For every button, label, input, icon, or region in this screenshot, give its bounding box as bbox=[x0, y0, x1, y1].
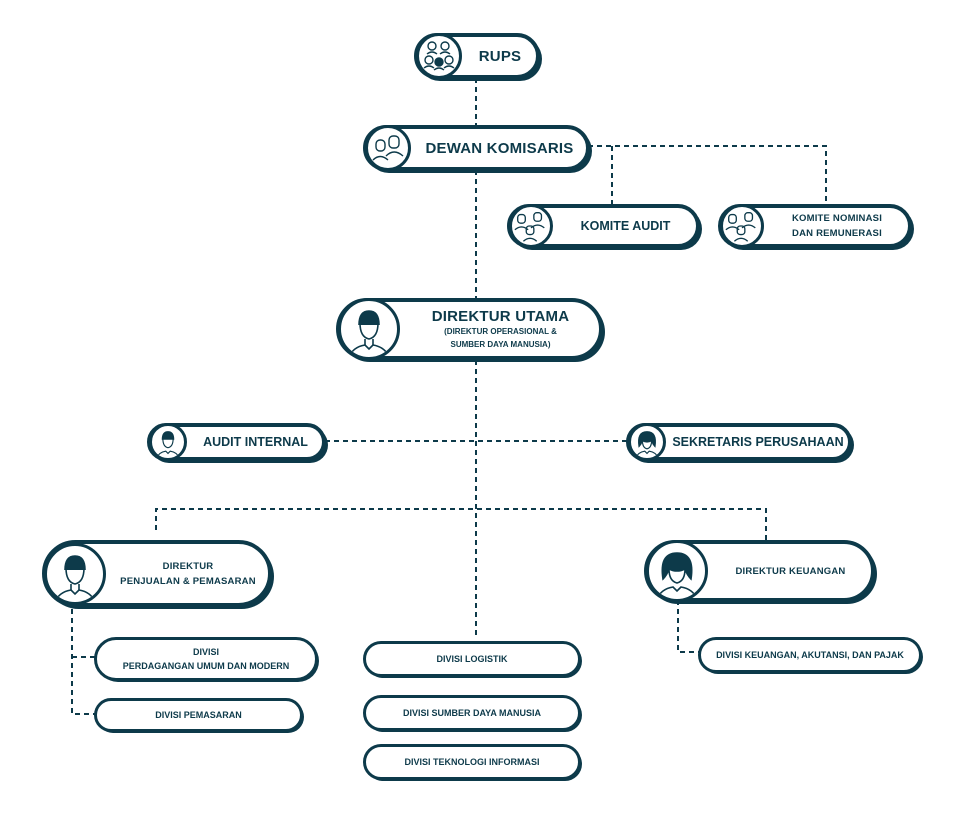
divisi-perdagangan-line1: DIVISI bbox=[192, 647, 219, 657]
komite-nominasi-label: KOMITE NOMINASI DAN REMUNERASI bbox=[766, 208, 908, 244]
direktur-keuangan-node: DIREKTUR KEUANGAN bbox=[644, 540, 875, 602]
man-portrait-icon bbox=[149, 423, 187, 461]
rups-node: RUPS bbox=[414, 33, 540, 79]
woman-portrait-icon bbox=[628, 423, 666, 461]
dewan-komisaris-node: DEWAN KOMISARIS bbox=[363, 125, 590, 171]
direktur-penjualan-text: DIREKTUR PENJUALAN & PEMASARAN bbox=[108, 544, 268, 603]
komite-audit-label: KOMITE AUDIT bbox=[580, 219, 671, 233]
divisi-keuangan-label: DIVISI KEUANGAN, AKUTANSI, DAN PAJAK bbox=[716, 650, 904, 660]
dewan-komisaris-label: DEWAN KOMISARIS bbox=[425, 139, 574, 157]
man-portrait-icon bbox=[44, 542, 106, 605]
audit-internal-node: AUDIT INTERNAL bbox=[147, 423, 326, 461]
komite-nominasi-line1: KOMITE NOMINASI bbox=[791, 213, 883, 224]
divisi-ti-label: DIVISI TEKNOLOGI INFORMASI bbox=[404, 757, 540, 767]
divisi-sdm: DIVISI SUMBER DAYA MANUSIA bbox=[363, 695, 581, 731]
direktur-penjualan-line1: DIREKTUR bbox=[162, 560, 214, 572]
three-people-icon bbox=[720, 204, 764, 248]
divisi-pemasaran: DIVISI PEMASARAN bbox=[94, 698, 303, 732]
woman-portrait-icon bbox=[646, 540, 708, 602]
rups-label: RUPS bbox=[478, 47, 522, 65]
two-people-icon bbox=[365, 125, 411, 171]
divisi-sdm-label: DIVISI SUMBER DAYA MANUSIA bbox=[402, 708, 542, 718]
three-people-icon bbox=[509, 204, 553, 248]
direktur-utama-sub1: (DIREKTUR OPERASIONAL & bbox=[444, 326, 557, 336]
divisi-pemasaran-label: DIVISI PEMASARAN bbox=[155, 710, 242, 720]
direktur-utama-sub2: SUMBER DAYA MANUSIA) bbox=[450, 339, 551, 349]
komite-nominasi-node: KOMITE NOMINASI DAN REMUNERASI bbox=[718, 204, 912, 248]
direktur-utama-text: DIREKTUR UTAMA (DIREKTUR OPERASIONAL & S… bbox=[402, 302, 599, 356]
audit-internal-label: AUDIT INTERNAL bbox=[203, 435, 308, 449]
divisi-keuangan: DIVISI KEUANGAN, AKUTANSI, DAN PAJAK bbox=[698, 637, 922, 673]
sekretaris-node: SEKRETARIS PERUSAHAAN bbox=[626, 423, 852, 461]
group-people-icon bbox=[416, 33, 462, 79]
komite-nominasi-line2: DAN REMUNERASI bbox=[792, 228, 882, 239]
sekretaris-label: SEKRETARIS PERUSAHAAN bbox=[672, 435, 844, 449]
divisi-perdagangan: DIVISI PERDAGANGAN UMUM DAN MODERN bbox=[94, 637, 318, 681]
direktur-penjualan-node: DIREKTUR PENJUALAN & PEMASARAN bbox=[42, 540, 272, 607]
man-portrait-icon bbox=[338, 298, 400, 360]
divisi-logistik-label: DIVISI LOGISTIK bbox=[436, 654, 508, 664]
komite-audit-node: KOMITE AUDIT bbox=[507, 204, 700, 248]
direktur-penjualan-line2: PENJUALAN & PEMASARAN bbox=[120, 575, 256, 587]
divisi-perdagangan-line2: PERDAGANGAN UMUM DAN MODERN bbox=[122, 661, 290, 671]
divisi-logistik: DIVISI LOGISTIK bbox=[363, 641, 581, 677]
direktur-utama-label: DIREKTUR UTAMA bbox=[431, 307, 570, 325]
direktur-utama-node: DIREKTUR UTAMA (DIREKTUR OPERASIONAL & S… bbox=[336, 298, 603, 360]
divisi-ti: DIVISI TEKNOLOGI INFORMASI bbox=[363, 744, 581, 780]
direktur-keuangan-label: DIREKTUR KEUANGAN bbox=[735, 565, 846, 577]
